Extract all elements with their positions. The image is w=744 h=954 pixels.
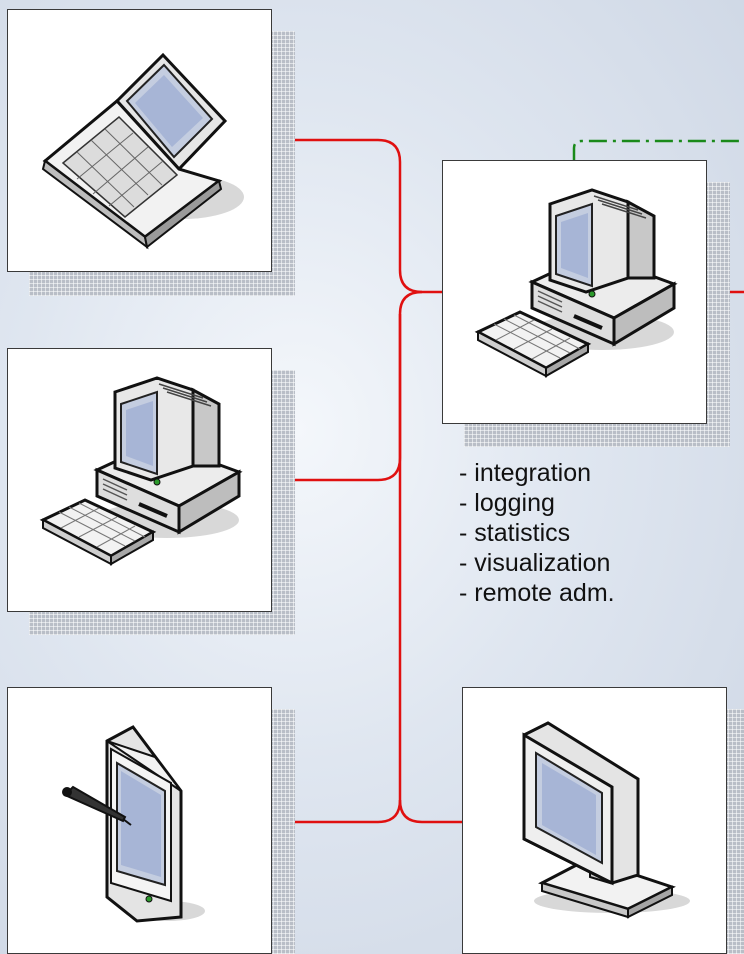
laptop-icon [41,52,244,250]
monitor-icon [522,721,690,919]
tablet-with-stylus-icon [62,725,205,923]
server-computer-icon [474,188,678,378]
desktop-computer-icon [39,376,243,566]
laptop-node[interactable] [7,9,297,297]
feature-item: - logging [459,489,555,517]
tablet-node[interactable] [7,687,297,954]
external-link [572,139,744,162]
server-node[interactable] [442,160,732,447]
monitor-node[interactable] [462,687,744,954]
server-feature-list: - integration - logging - statistics - v… [459,458,615,608]
feature-item: - visualization [459,549,611,577]
desktop-client-node[interactable] [7,348,297,636]
monitor-link [398,799,462,824]
feature-item: - statistics [459,519,571,547]
feature-item: - remote adm. [459,579,615,607]
laptop-link [272,138,442,294]
feature-item: - integration [459,459,592,487]
